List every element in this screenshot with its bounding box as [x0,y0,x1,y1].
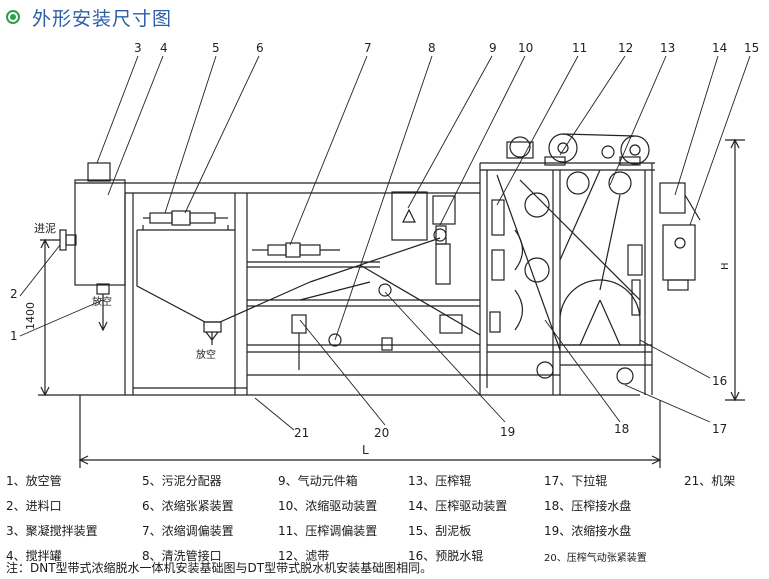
page-title: 外形安装尺寸图 [32,7,173,30]
press-rollers [506,133,650,385]
press-drive-motor [659,182,701,291]
drain-label-lower: 放空 [196,348,216,361]
callout-6: 6 [256,41,264,55]
callout-5: 5 [212,41,220,55]
callout-15: 15 [744,41,759,55]
legend-item: 18、压榨接水盘 [544,499,632,513]
legend-item: 5、污泥分配器 [142,474,222,488]
tension-cylinder [142,210,229,230]
callout-17: 17 [712,422,727,436]
legend-item: 6、浓缩张紧装置 [142,499,234,513]
circle-target-icon [6,10,20,24]
dim-height: H [720,262,731,270]
drain-label-upper: 放空 [92,295,112,308]
legend-item: 11、压榨调偏装置 [278,524,378,538]
legend-item: 16、预脱水辊 [408,549,484,563]
legend-item: 3、聚凝搅拌装置 [6,524,98,538]
legend-item: 13、压榨辊 [408,474,472,488]
callout-8: 8 [428,41,436,55]
callout-numbers: 3 4 5 6 7 8 9 10 11 12 13 14 15 16 17 18… [10,41,759,457]
legend-item: 17、下拉辊 [544,474,608,488]
callout-3: 3 [134,41,142,55]
dim-1400: 1400 [24,302,37,330]
legend-item: 12、滤带 [278,549,330,563]
legend-item: 10、浓缩驱动装置 [278,499,378,513]
press-frame [479,162,655,395]
legend-item: 20、压榨气动张紧装置 [544,553,647,564]
callout-9: 9 [489,41,497,55]
leader-lines [19,55,751,431]
legend-item: 14、压榨驱动装置 [408,499,508,513]
legend-item: 8、清洗管接口 [142,549,222,563]
callout-2: 2 [10,287,18,301]
machine-drawing: 3 4 5 6 7 8 9 10 11 12 13 14 15 16 17 18… [10,41,759,468]
mixing-tank [40,162,126,332]
callout-21: 21 [294,426,309,440]
legend-item: 4、搅拌罐 [6,549,62,563]
callout-19: 19 [500,425,515,439]
callout-11: 11 [572,41,587,55]
callout-18: 18 [614,422,629,436]
legend-item: 9、气动元件箱 [278,474,358,488]
legend-item: 2、进料口 [6,499,62,513]
thickening-drive [432,195,456,285]
callout-1: 1 [10,329,18,343]
callout-12: 12 [618,41,633,55]
callout-10: 10 [518,41,533,55]
callout-7: 7 [364,41,372,55]
callout-4: 4 [160,41,168,55]
inlet-label: 进泥 [34,222,56,235]
footnote: 注：DNT型带式浓缩脱水一体机安装基础图与DT型带式脱水机安装基础图相同。 [6,561,433,575]
deviation-cylinder [247,242,380,268]
pneumatic-box [391,191,428,241]
legend-item: 15、刮泥板 [408,524,472,538]
callout-14: 14 [712,41,727,55]
callout-16: 16 [712,374,727,388]
legend-item: 21、机架 [684,474,736,488]
legend-item: 1、放空管 [6,474,62,488]
section-header: 外形安装尺寸图 [6,4,172,30]
sludge-hopper [136,229,311,345]
callout-20: 20 [374,426,389,440]
legend-item: 19、浓缩接水盘 [544,524,632,538]
dim-length: L [362,443,369,457]
legend-item: 7、浓缩调偏装置 [142,524,234,538]
callout-13: 13 [660,41,675,55]
